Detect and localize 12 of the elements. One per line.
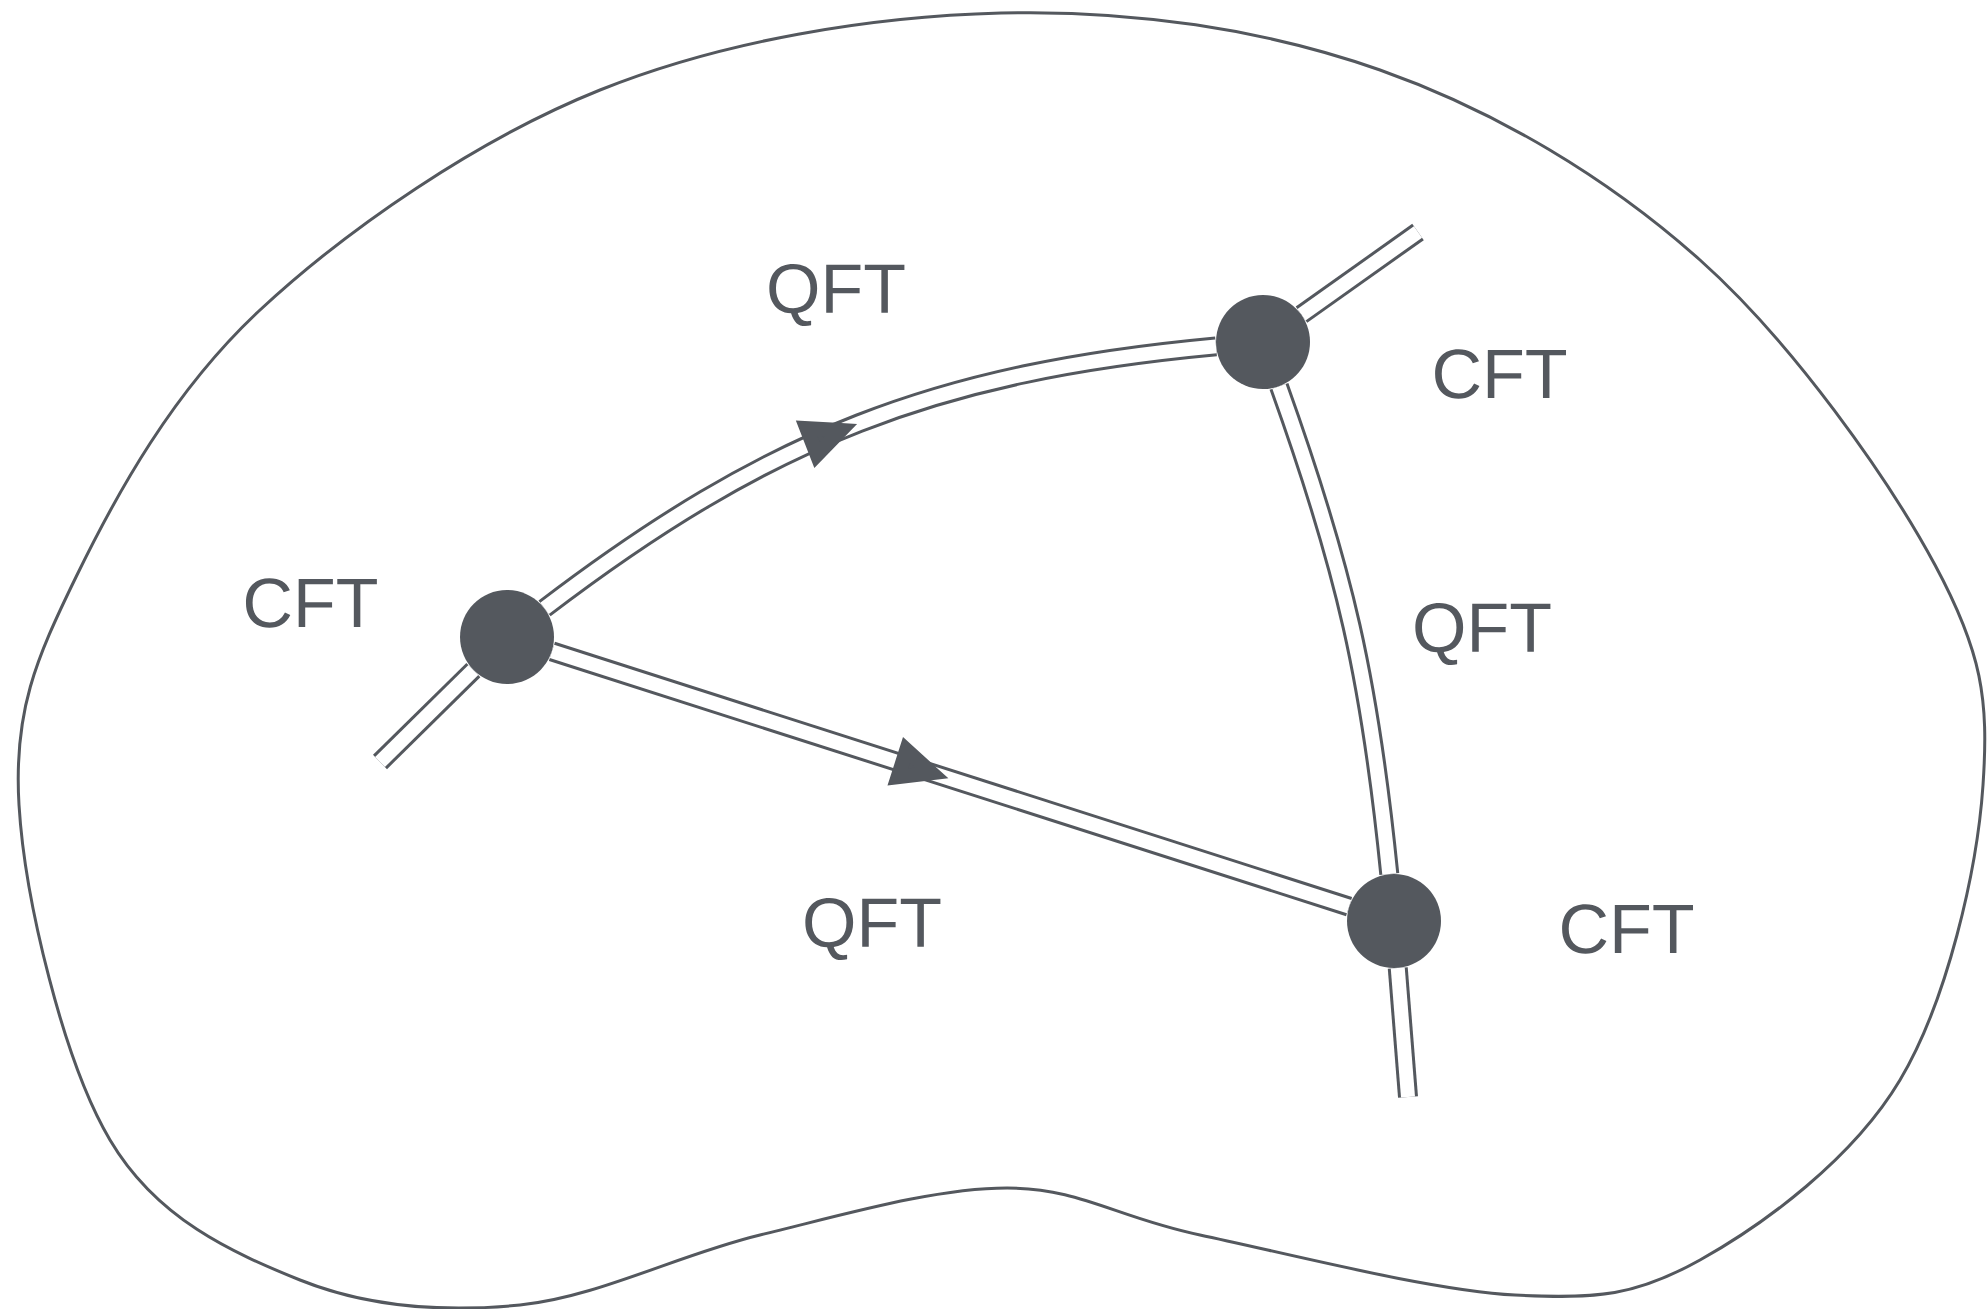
- double-line: [538, 336, 1218, 617]
- node-label: CFT: [1562, 904, 1693, 954]
- double-line: [1387, 967, 1418, 1098]
- edge-label: QFT: [800, 895, 944, 963]
- double-line: [1295, 223, 1424, 323]
- edge-label: QFT: [764, 261, 908, 329]
- double-line: [1269, 383, 1400, 876]
- node-label: CFT: [245, 578, 377, 628]
- double-line: [373, 663, 481, 770]
- double-line: [548, 641, 1353, 917]
- edge-label: QFT: [1410, 600, 1554, 668]
- node-label: CFT: [1435, 349, 1566, 399]
